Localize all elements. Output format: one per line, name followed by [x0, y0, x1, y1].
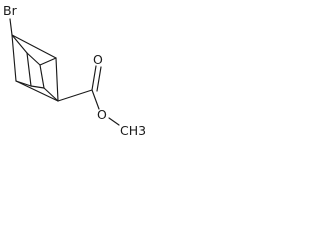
methyl-label: CH3 [120, 123, 146, 138]
bond-c5-c6 [26, 52, 41, 66]
bond-c1-c5 [11, 34, 28, 54]
bond-c4-c3 [15, 80, 59, 102]
bond-c4-c8 [15, 80, 32, 87]
bond-c3-carbonyl [57, 89, 93, 102]
structure-canvas: Br O O CH3 [3, 3, 146, 138]
bond-c5-c8 [26, 52, 32, 87]
cubane-cage [11, 34, 59, 102]
bond-ester-o-methyl [108, 117, 120, 126]
bond-c3-c7 [43, 87, 59, 102]
bond-carbonyl-ester-o [91, 89, 100, 110]
bond-carbonyl-o-double-a [91, 65, 97, 91]
carbonyl-oxygen-label: O [93, 52, 103, 67]
bond-c1-br [9, 18, 13, 36]
bond-c2-c3 [55, 57, 59, 102]
ester-oxygen-label: O [97, 107, 107, 122]
bond-c8-c7 [30, 85, 45, 89]
bromine-label: Br [3, 3, 18, 18]
bond-carbonyl-o-double-b [96, 66, 102, 92]
bond-c2-c6 [39, 57, 57, 66]
methyl-ester-group [57, 65, 120, 126]
bond-c1-c2 [11, 34, 57, 59]
bond-c6-c7 [39, 64, 45, 89]
bond-c1-c4 [11, 34, 17, 82]
